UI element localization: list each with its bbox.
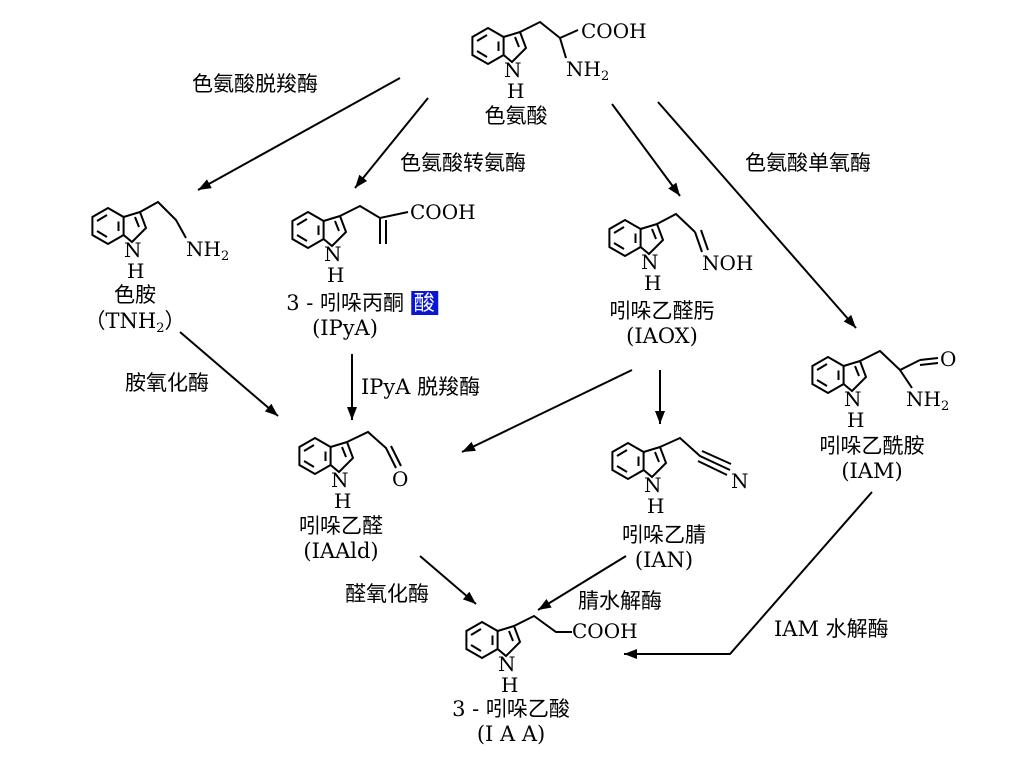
tryptamine-name: 色胺 [114,283,156,307]
arrow-ian-to-iaa [537,555,627,611]
iam-ring-h: H [847,408,865,432]
iam-name: 吲哚乙酰胺 [819,434,925,458]
tryptophan-structure [471,20,579,65]
ipya-ring-h: H [327,263,345,287]
ian-ring-n: N [644,473,662,497]
iam-nh2-label: NH2 [906,387,950,414]
iaox-structure [608,212,709,257]
enzyme-trp-decarboxylase: 色氨酸脱羧酶 [192,72,318,96]
enzyme-aldehyde-oxidase: 醛氧化酶 [345,582,429,606]
trp-ring-h: H [507,79,525,103]
arrow-trp-to-ipya [354,97,429,189]
tryptophan-name: 色氨酸 [484,104,548,128]
trp-nh2-label: NH2 [566,57,610,84]
ian-ring-h: H [647,494,665,518]
enzyme-trp-monooxygenase: 色氨酸单氧酶 [745,151,871,175]
trp-ring-n: N [504,58,522,82]
iam-abbr: (IAM) [841,459,903,483]
iaa-ring-h: H [501,673,519,697]
enzyme-ipya-decarboxylase: IPyA 脱羧酶 [361,375,481,399]
ian-n-label: N [731,469,749,493]
tryptamine-abbr: （TNH2） [84,309,186,336]
tam-ring-h: H [127,259,145,283]
arrow-trp-to-tryptamine [197,77,401,191]
arrow-iaald-to-iaa [419,555,477,605]
iaa-structure [465,614,572,659]
tam-ring-n: N [124,238,142,262]
iaa-name: 3 - 吲哚乙酸 [452,697,570,721]
ipya-ring-n: N [324,242,342,266]
ipya-structure [291,204,409,249]
iaox-ring-n: N [641,250,659,274]
ian-abbr: (IAN) [634,548,694,572]
iaa-cooh-label: COOH [572,619,638,643]
iaa-abbr: (I A A) [476,722,546,746]
iaald-ring-n: N [331,468,349,492]
iaald-o-label: O [392,467,409,491]
iaox-name: 吲哚乙醛肟 [609,299,715,323]
tam-nh2-label: NH2 [186,237,230,264]
ipya-name: 3 - 吲哚丙酮 酸 [286,291,438,315]
iaox-abbr: (IAOX) [626,324,698,348]
iaald-name: 吲哚乙醛 [299,514,383,538]
ipya-abbr: (IPyA) [312,316,378,340]
arrow-iaox-to-iaald [461,369,633,453]
enzyme-nitrilase: 腈水解酶 [578,589,662,613]
arrows [179,77,873,659]
ipya-name-highlight: 酸 [410,291,438,315]
ian-structure [611,436,732,480]
iam-o-label: O [940,347,957,371]
enzyme-amine-oxidase: 胺氧化酶 [125,371,209,395]
iaox-ring-h: H [644,271,662,295]
arrow-tryptamine-to-iaald [179,331,279,417]
arrow-trp-to-iam [657,101,857,329]
arrow-iam-to-iaa [624,491,873,659]
enzyme-iam-hydrolase: IAM 水解酶 [774,617,889,641]
iam-structure [811,349,939,394]
tryptamine-structure [91,200,187,245]
ipya-cooh-label: COOH [410,200,476,224]
arrow-iaox-to-ian [655,370,665,424]
arrow-ipya-to-iaald [347,354,357,420]
ian-name: 吲哚乙腈 [622,523,706,547]
trp-cooh-label: COOH [581,19,647,43]
iaald-abbr: (IAAld) [303,539,379,563]
iaald-structure [298,430,402,475]
iaox-noh-label: NOH [702,251,754,275]
iaald-ring-h: H [334,489,352,513]
arrow-trp-to-iaox [611,103,681,197]
iaa-ring-n: N [498,652,516,676]
enzyme-trp-transaminase: 色氨酸转氨酶 [400,151,526,175]
iam-ring-n: N [844,387,862,411]
